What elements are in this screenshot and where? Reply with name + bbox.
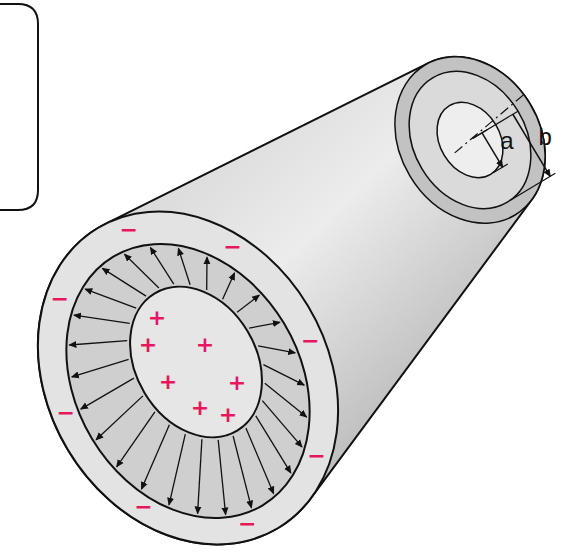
charge-plus: + [196,334,214,356]
axis-centerline [455,94,525,153]
extension-line [510,173,555,200]
charge-plus: + [228,372,246,394]
charge-minus: − [238,513,256,535]
charge-plus: + [139,334,157,356]
field-arrow [69,341,127,345]
charge-plus: + [159,371,177,393]
field-arrow [74,315,130,323]
field-arrow [262,401,302,447]
frame-bracket [0,4,38,210]
charge-plus: + [219,404,237,426]
field-arrow [81,378,134,409]
dimension-a [482,133,503,167]
coax-drawing [0,29,575,555]
charge-minus: − [223,236,241,258]
field-arrow [102,268,146,296]
field-arrow [206,257,208,290]
field-arrow [72,359,129,377]
charge-minus: − [134,496,152,518]
charge-minus: − [307,445,325,467]
dielectric-face [17,199,358,555]
field-arrow [117,412,155,467]
field-arrow [125,254,159,288]
field-arrow [265,383,307,417]
outer-conductor-face [0,156,398,555]
charge-minus: − [119,219,137,241]
field-arrow [223,273,235,299]
charge-minus: − [301,330,319,352]
extension-line [493,164,508,173]
field-arrow [142,425,170,489]
field-arrow [178,249,190,285]
field-arrow [218,440,225,515]
field-arrow [150,248,173,285]
field-arrow [246,428,274,494]
charge-minus: − [57,402,75,424]
dimension-label: b [538,125,551,149]
charge-minus: − [50,288,68,310]
field-arrow [258,346,295,353]
field-arrow [237,295,259,312]
field-arrow [233,436,251,508]
inner-conductor-face [103,263,288,462]
charge-plus: + [148,307,166,329]
dimension-label: a [500,129,513,153]
far-outer-conductor [365,29,575,251]
field-arrow [198,439,202,513]
field-arrow [263,365,304,385]
far-dielectric [385,49,556,231]
field-arrow [169,434,185,505]
field-arrow [85,289,136,308]
charge-plus: + [191,397,209,419]
field-arrow [249,322,280,328]
field-arrow [96,396,143,440]
